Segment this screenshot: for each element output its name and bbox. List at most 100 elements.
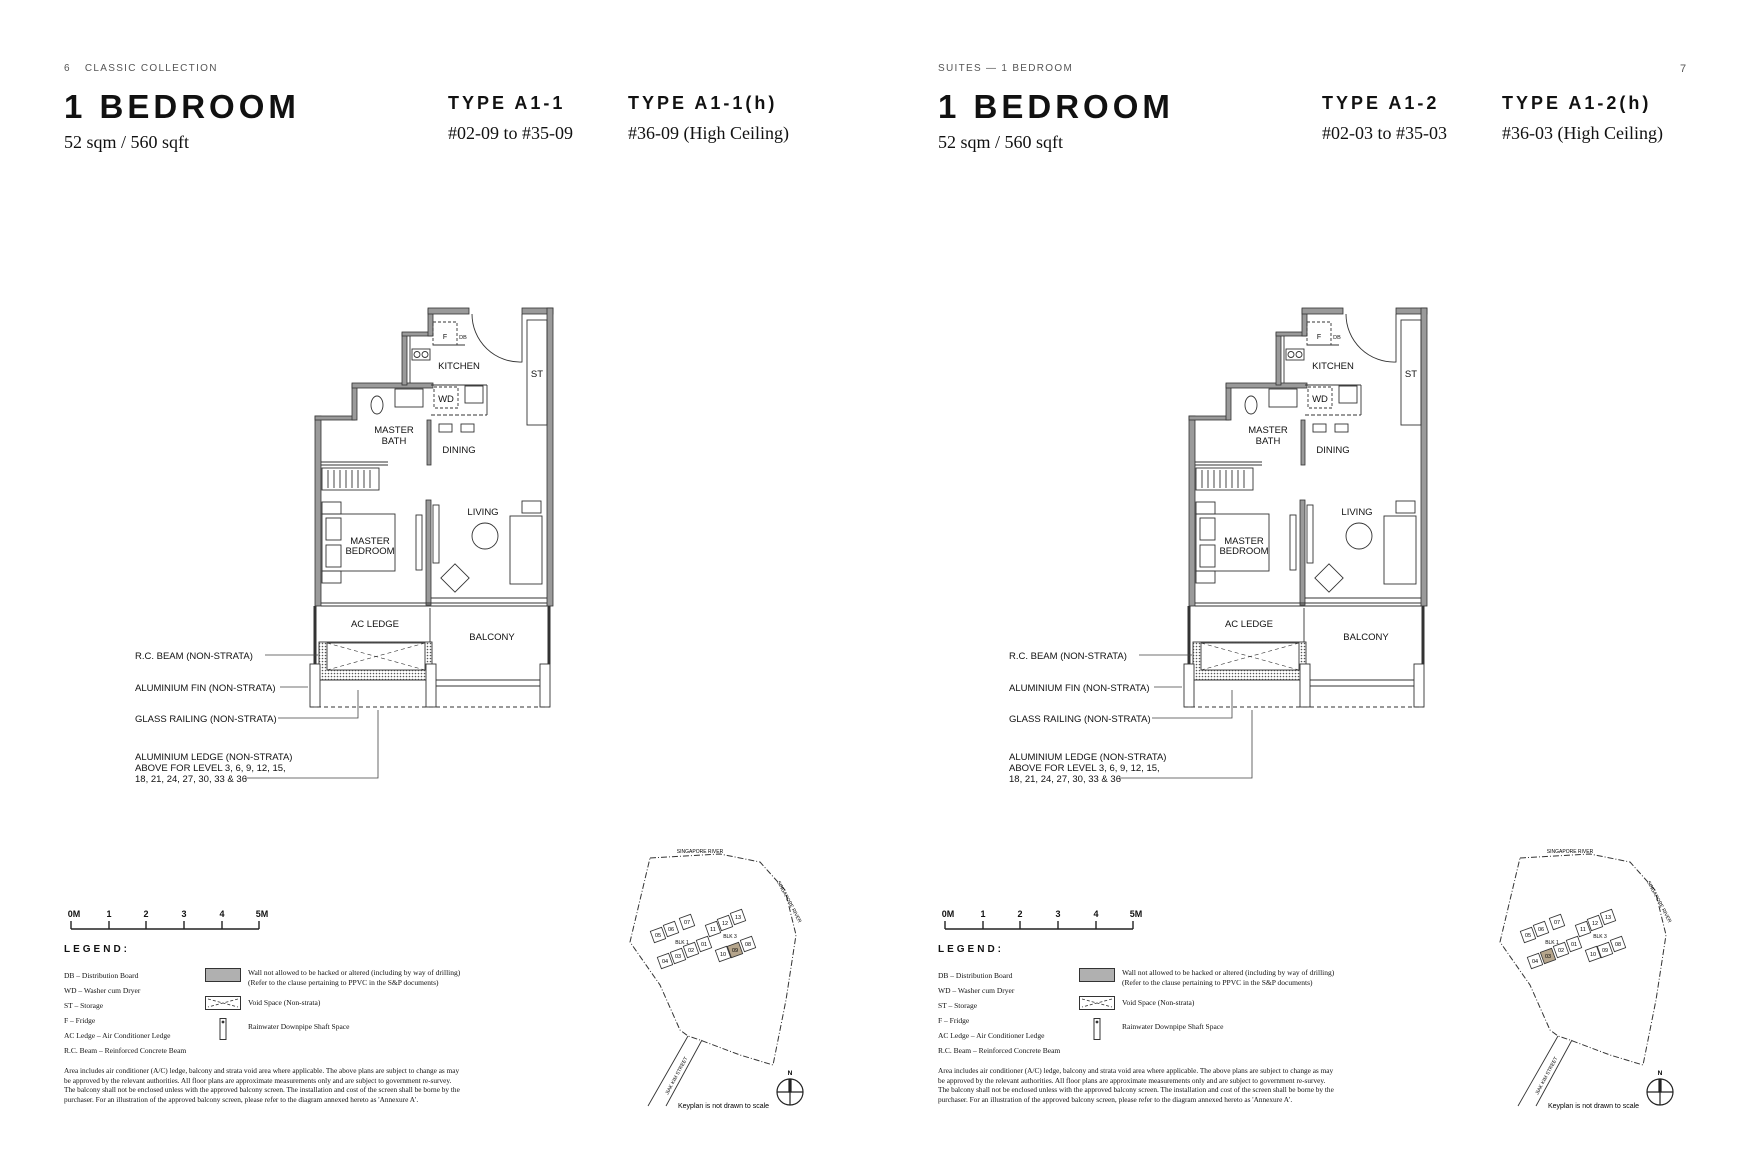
aluminium-fin xyxy=(309,663,321,708)
keyplan-unit-label: 12 xyxy=(1592,921,1598,927)
plan-label-dining: DINING xyxy=(442,445,475,456)
washer-dryer xyxy=(433,386,459,409)
keyplan-unit xyxy=(1519,926,1537,944)
scale-tick-label: 1 xyxy=(106,909,111,919)
legend-item: ST – Storage xyxy=(938,1001,978,1010)
wardrobe xyxy=(1195,467,1254,491)
floor-plan: F DB KITCHEN ST WD MASTER BATH DINING LI… xyxy=(1009,307,1428,785)
downpipe-icon xyxy=(219,1018,227,1040)
section-name: CLASSIC COLLECTION xyxy=(84,63,218,74)
unit-type: TYPE A1-1 #02-09 to #35-09 xyxy=(448,93,573,144)
keyplan-unit-label: 05 xyxy=(1525,933,1531,939)
unit-type-name: TYPE A1-2 xyxy=(1322,93,1440,113)
site-boundary xyxy=(629,853,797,1066)
unit-type-name: TYPE A1-2(h) xyxy=(1502,93,1652,113)
plan-label-master-bedroom: MASTER xyxy=(350,536,390,547)
scale-tick-label: 3 xyxy=(181,909,186,919)
plan-label-master-bath: MASTER xyxy=(1248,425,1288,436)
wall-swatch-icon xyxy=(205,968,241,982)
legend-item: F – Fridge xyxy=(938,1016,970,1025)
scale-tick-label: 3 xyxy=(1055,909,1060,919)
keyplan-unit xyxy=(716,914,734,932)
plan-label-f: F xyxy=(443,334,447,341)
block-label: BLK 3 xyxy=(1593,934,1607,940)
sink xyxy=(464,385,484,404)
plan-label-f: F xyxy=(1317,334,1321,341)
keyplan-unit xyxy=(729,908,747,926)
keyplan-unit xyxy=(1532,920,1550,938)
disclaimer: Area includes air conditioner (A/C) ledg… xyxy=(938,1066,1334,1104)
callout-aluminium-fin: ALUMINIUM FIN (NON-STRATA) xyxy=(135,683,276,694)
north-label: N xyxy=(1658,1070,1663,1077)
keyplan-unit-label: 13 xyxy=(735,915,741,921)
keyplan-unit-label: 06 xyxy=(1538,927,1544,933)
unit-type-range: #02-09 to #35-09 xyxy=(448,123,573,143)
keyplan-unit xyxy=(1609,935,1627,953)
block-label: BLK 1 xyxy=(1545,940,1559,946)
scale-tick-label: 2 xyxy=(1017,909,1022,919)
compass-icon xyxy=(776,1078,804,1106)
scale-tick-label: 2 xyxy=(143,909,148,919)
plan-label-db: DB xyxy=(1333,335,1341,341)
section-name: SUITES — 1 BEDROOM xyxy=(938,63,1074,74)
scale-tick-label: 1 xyxy=(980,909,985,919)
legend-item: WD – Washer cum Dryer xyxy=(938,986,1015,995)
scale-tick-label: 4 xyxy=(219,909,224,919)
keyplan-unit-highlighted xyxy=(726,941,744,959)
bed xyxy=(1195,513,1270,572)
wardrobe xyxy=(321,467,380,491)
aluminium-fin xyxy=(1183,663,1195,708)
legend-title: LEGEND: xyxy=(938,944,1004,955)
unit-type-range: #36-09 (High Ceiling) xyxy=(628,123,789,143)
legend-symbol-text: (Refer to the clause pertaining to PPVC … xyxy=(1122,978,1313,987)
bed xyxy=(321,513,396,572)
plan-label-st: ST xyxy=(531,369,543,380)
legend-symbol-text: Void Space (Non-strata) xyxy=(1122,998,1195,1007)
washer-dryer xyxy=(1307,386,1333,409)
plan-label-wd: WD xyxy=(1312,394,1328,405)
keyplan-unit-label: 09 xyxy=(1602,948,1608,954)
unit-type-range: #36-03 (High Ceiling) xyxy=(1502,123,1663,143)
keyplan-unit xyxy=(714,945,732,963)
scale-tick-label: 0M xyxy=(68,909,81,919)
entrance-door xyxy=(1345,313,1397,363)
callout-aluminium-ledge: ABOVE FOR LEVEL 3, 6, 9, 12, 15, xyxy=(135,763,286,774)
keyplan-unit xyxy=(662,920,680,938)
void-space-icon xyxy=(205,996,241,1010)
legend-title: LEGEND: xyxy=(64,944,130,955)
keyplan-unit-label: 09 xyxy=(732,948,738,954)
plan-label-ac-ledge: AC LEDGE xyxy=(1225,619,1273,630)
keyplan-unit-label: 02 xyxy=(688,948,694,954)
keyplan-unit xyxy=(1548,913,1566,931)
unit-type-high-ceiling: TYPE A1-2(h) #36-03 (High Ceiling) xyxy=(1502,93,1663,144)
void-space-icon xyxy=(1079,996,1115,1010)
block-label: BLK 1 xyxy=(675,940,689,946)
keyplan-unit-label: 13 xyxy=(1605,915,1611,921)
legend-symbol-text: Void Space (Non-strata) xyxy=(248,998,321,1007)
callout-aluminium-ledge: 18, 21, 24, 27, 30, 33 & 36 xyxy=(1009,774,1121,785)
callout-glass-railing: GLASS RAILING (NON-STRATA) xyxy=(1009,714,1151,725)
legend-item: DB – Distribution Board xyxy=(64,971,139,980)
tv-console xyxy=(1306,504,1314,564)
plan-label-master-bath: BATH xyxy=(382,436,407,447)
plan-label-living: LIVING xyxy=(1341,507,1372,518)
plan-label-living: LIVING xyxy=(467,507,498,518)
plan-label-master-bedroom: BEDROOM xyxy=(1219,546,1268,557)
wall-swatch-icon xyxy=(1079,968,1115,982)
plan-label-st: ST xyxy=(1405,369,1417,380)
plan-label-master-bath: BATH xyxy=(1256,436,1281,447)
structural-walls xyxy=(314,307,554,607)
callout-glass-railing: GLASS RAILING (NON-STRATA) xyxy=(135,714,277,725)
plan-label-db: DB xyxy=(459,335,467,341)
keyplan-unit-label: 08 xyxy=(1615,942,1621,948)
street-label: JIAK KIM STREET xyxy=(664,1056,689,1096)
site-boundary xyxy=(1499,853,1667,1066)
unit-type-range: #02-03 to #35-03 xyxy=(1322,123,1447,143)
keyplan-note: Keyplan is not drawn to scale xyxy=(678,1103,769,1110)
keyplan-unit-label: 03 xyxy=(675,954,681,960)
keyplan-unit-label: 11 xyxy=(1580,927,1586,933)
keyplan-unit-label: 06 xyxy=(668,927,674,933)
street-label: JIAK KIM STREET xyxy=(1534,1056,1559,1096)
